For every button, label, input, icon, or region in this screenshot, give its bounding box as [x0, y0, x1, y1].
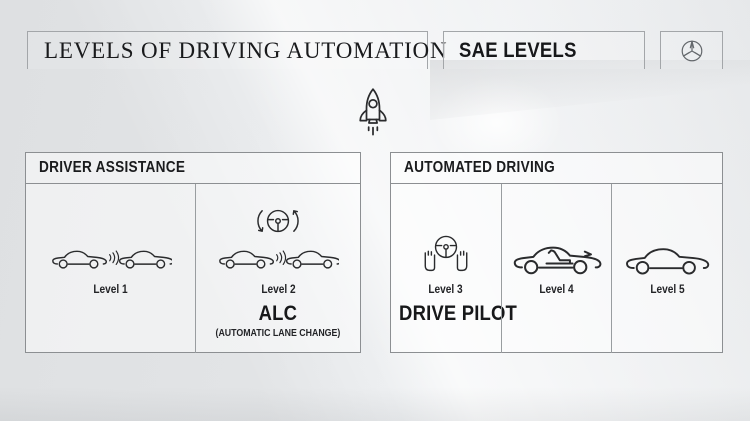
main-title-box: LEVELS OF DRIVING AUTOMATION — [27, 31, 447, 69]
brand-logo-box — [660, 31, 723, 69]
level5-cell: Level 5 — [611, 184, 722, 353]
sae-levels-label: SAE LEVELS — [459, 38, 577, 62]
level2-label: Level 2 — [261, 284, 296, 296]
level2-feature-name: ALC — [258, 302, 298, 325]
mercedes-star-icon — [680, 39, 704, 63]
car-side-icon — [624, 244, 712, 276]
level3-cell: Level 3 DRIVE PILOT — [391, 184, 518, 353]
rocket-icon — [354, 87, 392, 139]
level1-cell: Level 1 — [26, 184, 195, 353]
backdrop-bottom-shade — [0, 387, 750, 421]
automated-driving-title: AUTOMATED DRIVING — [404, 159, 556, 176]
automated-driving-header: AUTOMATED DRIVING — [391, 153, 722, 184]
level3-label: Level 3 — [428, 284, 463, 296]
level4-label: Level 4 — [539, 284, 574, 296]
automated-driving-panel: AUTOMATED DRIVING Level 3 DRIVE PILOT — [390, 152, 723, 353]
level4-cell: Level 4 — [500, 184, 612, 353]
auto-steering-wheel-icon — [255, 204, 301, 238]
driver-assistance-panel: DRIVER ASSISTANCE — [25, 152, 361, 353]
two-cars-distance-radar-icon — [51, 246, 172, 272]
driver-assistance-title: DRIVER ASSISTANCE — [39, 159, 186, 176]
level3-feature-name: DRIVE PILOT — [399, 302, 518, 325]
level1-label: Level 1 — [93, 284, 128, 296]
level2-feature-subtitle: (AUTOMATIC LANE CHANGE) — [215, 328, 341, 339]
level2-cell: Level 2 ALC (AUTOMATIC LANE CHANGE) — [195, 184, 360, 353]
level5-label: Level 5 — [650, 284, 685, 296]
hands-off-steering-wheel-icon — [422, 232, 470, 276]
sae-levels-box: SAE LEVELS — [443, 31, 645, 69]
two-cars-distance-radar-icon — [218, 246, 340, 272]
driver-assistance-header: DRIVER ASSISTANCE — [26, 153, 360, 184]
page-title: LEVELS OF DRIVING AUTOMATION — [44, 37, 448, 63]
car-with-reclined-seat-icon — [512, 242, 604, 276]
